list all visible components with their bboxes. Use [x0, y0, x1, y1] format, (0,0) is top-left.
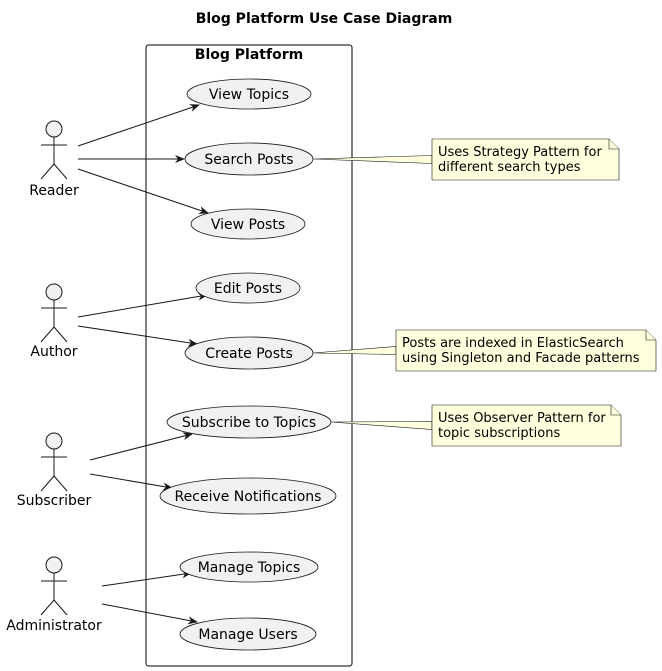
note-text-line: Posts are indexed in ElasticSearch: [402, 336, 624, 351]
actor-right-leg: [53, 475, 68, 492]
use-case-subscribe-to-topics: Subscribe to Topics: [166, 405, 332, 439]
use-case-manage-users: Manage Users: [179, 617, 317, 651]
association-reader-to-view-topics: [77, 104, 200, 147]
actor-label: Author: [30, 344, 77, 360]
use-case-ellipse: [195, 272, 301, 304]
association-author-to-create-posts: [77, 325, 198, 347]
use-case-ellipse: [190, 208, 306, 240]
note-text-line: Uses Observer Pattern for: [438, 411, 606, 426]
use-case-ellipse: [179, 617, 317, 651]
diagram-title: Blog Platform Use Case Diagram: [196, 11, 453, 27]
actor-reader: Reader: [29, 120, 79, 199]
association-author-to-edit-posts: [77, 292, 208, 318]
note-fold: [645, 330, 656, 341]
use-case-ellipse: [159, 477, 337, 515]
actor-right-leg: [53, 599, 68, 616]
association-reader-to-view-posts: [77, 168, 209, 214]
use-case-ellipse: [179, 551, 319, 583]
use-case-label: View Topics: [209, 87, 289, 103]
note-text-line: Uses Strategy Pattern for: [438, 145, 602, 160]
use-case-ellipse: [166, 405, 332, 439]
actor-administrator: Administrator: [6, 556, 102, 634]
note-connector: [312, 346, 397, 355]
note-text-line: topic subscriptions: [438, 426, 560, 441]
note-text-line: using Singleton and Facade patterns: [402, 351, 640, 366]
actor-head-icon: [45, 432, 63, 450]
boundary-title: Blog Platform: [195, 47, 303, 63]
actor-head-icon: [45, 556, 63, 574]
actor-right-leg: [53, 326, 68, 343]
use-case-view-topics: View Topics: [186, 78, 312, 110]
use-case-ellipse: [186, 78, 312, 110]
note-box: [431, 404, 622, 447]
actor-author: Author: [30, 283, 78, 360]
use-case-edit-posts: Edit Posts: [195, 272, 301, 304]
note-fold: [608, 139, 619, 150]
actor-left-leg: [40, 599, 55, 616]
actor-label: Administrator: [6, 618, 102, 634]
association-administrator-to-manage-topics: [101, 570, 192, 587]
actor-right-leg: [53, 163, 68, 180]
note-box: [431, 138, 620, 181]
use-case-label: Edit Posts: [214, 281, 282, 297]
actor-label: Reader: [29, 183, 79, 199]
use-case-ellipse: [184, 142, 314, 176]
actor-left-leg: [40, 163, 55, 180]
actor-label: Subscriber: [17, 493, 92, 509]
actor-left-leg: [40, 326, 55, 343]
association-subscriber-to-receive-notifications: [89, 473, 173, 491]
note-elastic: Posts are indexed in ElasticSearchusing …: [312, 329, 657, 372]
note-box: [395, 329, 657, 372]
note-fold: [610, 405, 621, 416]
use-case-search-posts: Search Posts: [184, 142, 314, 176]
association-subscriber-to-subscribe-to-topics: [89, 432, 193, 461]
actor-subscriber: Subscriber: [17, 432, 92, 509]
use-case-label: Manage Topics: [198, 560, 301, 576]
association-administrator-to-manage-users: [101, 603, 198, 625]
note-connector: [312, 155, 433, 164]
system-boundary: Blog Platform: [145, 44, 353, 667]
use-case-label: View Posts: [211, 217, 285, 233]
use-case-receive-notifications: Receive Notifications: [159, 477, 337, 515]
actor-head-icon: [45, 283, 63, 301]
actor-left-leg: [40, 475, 55, 492]
note-connector: [330, 421, 433, 430]
use-case-view-posts: View Posts: [190, 208, 306, 240]
use-case-ellipse: [184, 336, 314, 370]
note-text-line: different search types: [438, 160, 581, 175]
use-case-label: Receive Notifications: [175, 489, 322, 505]
use-case-label: Create Posts: [205, 346, 293, 362]
associations: [77, 104, 209, 625]
use-case-manage-topics: Manage Topics: [179, 551, 319, 583]
use-case-create-posts: Create Posts: [184, 336, 314, 370]
use-case-label: Manage Users: [198, 627, 297, 643]
actor-head-icon: [45, 120, 63, 138]
use-case-label: Subscribe to Topics: [182, 415, 316, 431]
use-case-label: Search Posts: [204, 152, 293, 168]
